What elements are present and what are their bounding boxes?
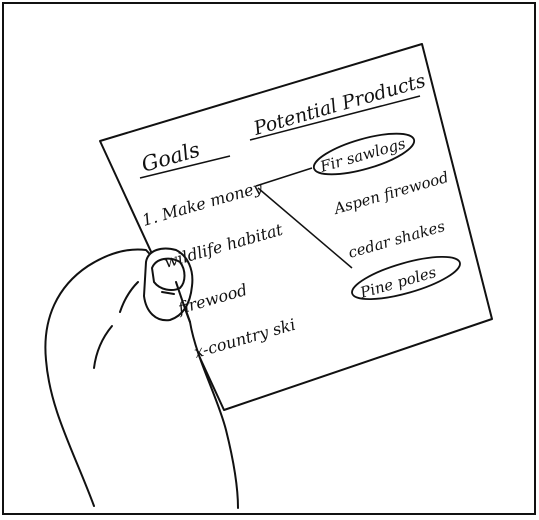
illustration-canvas: Goals Potential Products 1. Make money w…	[0, 0, 539, 520]
illustration: Goals Potential Products 1. Make money w…	[0, 0, 539, 520]
